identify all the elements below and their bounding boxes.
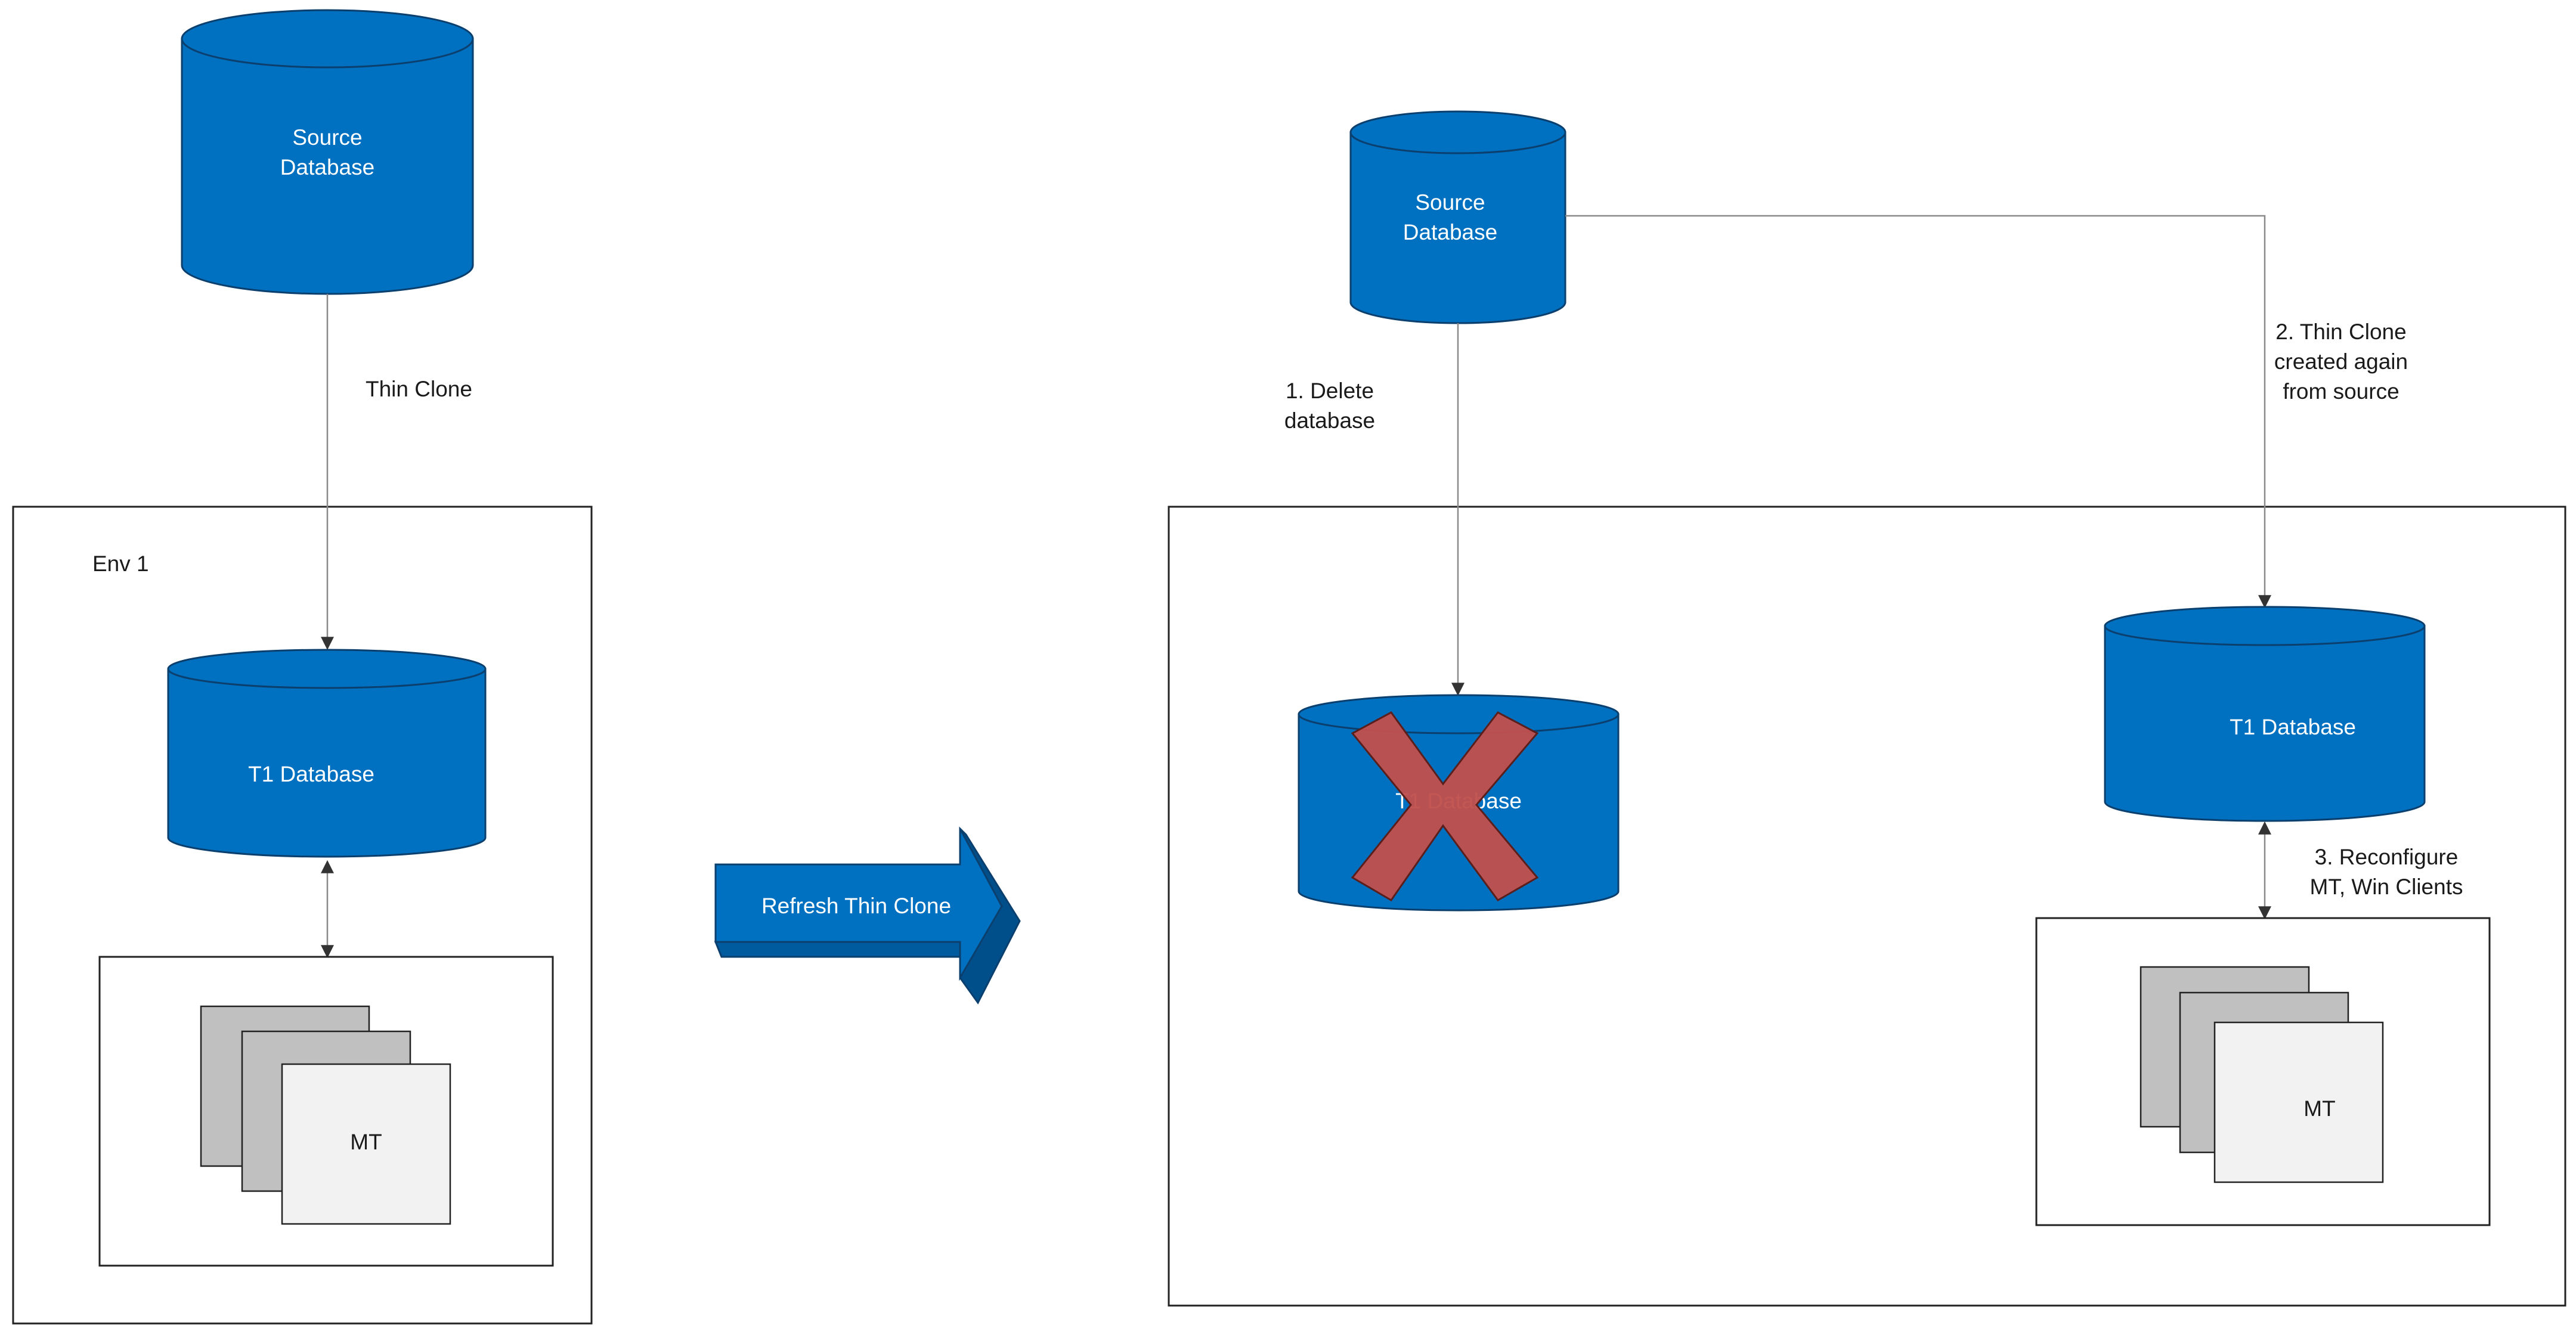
delete-x-icon [1351,711,1539,901]
thin-clone-label: Thin Clone [366,377,472,401]
right-mt-stack: MT [2140,966,2384,1183]
right-source-database: Source Database [1349,110,1566,324]
step1-label-2: database [1284,408,1375,433]
left-t1-db-label: T1 Database [248,762,374,786]
left-source-db-label-1: Source [292,125,362,150]
step2-label-1: 2. Thin Clone [2275,320,2406,344]
refresh-thin-clone-arrow: Refresh Thin Clone [714,826,1021,1005]
new-t1-db-label: T1 Database [2230,715,2356,739]
left-mt-card-front [281,1063,451,1225]
left-t1-database: T1 Database [167,649,487,858]
step1-label-1: 1. Delete [1286,379,1374,403]
right-mt-label: MT [2303,1096,2335,1121]
left-source-db-label-2: Database [280,155,374,179]
right-mt-card-front [2213,1021,2384,1183]
left-mt-label: MT [350,1130,382,1154]
left-mt-stack: MT [200,1005,451,1225]
step3-label-2: MT, Win Clients [2310,875,2463,899]
env1-label: Env 1 [92,551,149,576]
step3-label-1: 3. Reconfigure [2315,845,2459,869]
refresh-thin-clone-label: Refresh Thin Clone [761,894,951,918]
left-source-database: Source Database [181,9,474,295]
new-t1-database: T1 Database [2104,606,2426,822]
recreate-connector [1565,215,2271,609]
right-source-db-label-1: Source [1415,190,1485,215]
step2-label-2: created again [2274,349,2408,374]
right-source-db-label-2: Database [1403,220,1497,244]
step2-label-3: from source [2283,379,2399,404]
